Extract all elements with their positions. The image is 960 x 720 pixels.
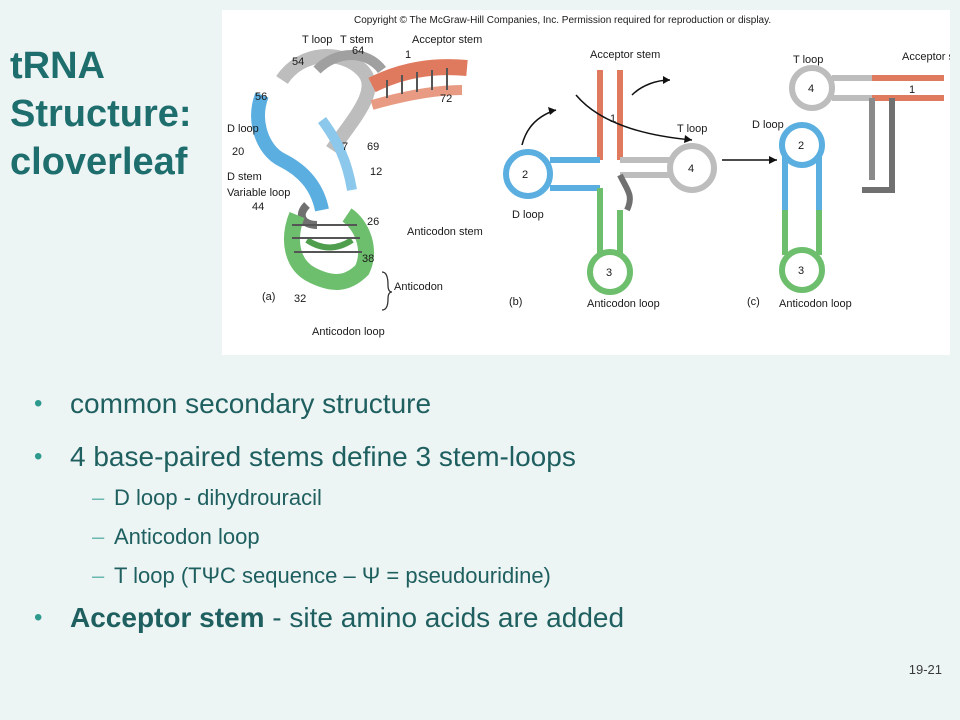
panel-a-label: (a) bbox=[262, 291, 275, 303]
panel-b-arrowheads bbox=[548, 76, 777, 164]
sub-bullet-d-loop: – D loop - dihydrouracil bbox=[0, 485, 940, 511]
panel-a-ribbon bbox=[251, 49, 468, 290]
bullet-2-text: 4 base-paired stems define 3 stem-loops bbox=[70, 441, 576, 472]
a-label-t-stem: T stem bbox=[340, 34, 373, 46]
sub-bullet-3-text: T loop (TΨC sequence – Ψ = pseudouridine… bbox=[114, 563, 551, 588]
d-arm-ribbon bbox=[251, 92, 329, 212]
sub-bullet-dash: – bbox=[92, 524, 105, 549]
trna-figure: Copyright © The McGraw-Hill Companies, I… bbox=[222, 10, 950, 355]
c-label-acceptor-stem: Acceptor stem bbox=[902, 51, 950, 63]
panel-a-numbers: 64 54 1 56 72 20 7 69 12 44 26 38 32 bbox=[232, 45, 452, 305]
panel-b-arrows bbox=[521, 79, 777, 161]
bullet-dot: • bbox=[34, 390, 43, 417]
a-label-anticodon: Anticodon bbox=[394, 281, 443, 293]
a-label-t-loop: T loop bbox=[302, 34, 332, 46]
a-num-44: 44 bbox=[252, 201, 264, 213]
panel-b-label: (b) bbox=[509, 296, 522, 308]
acceptor-ribbon-2 bbox=[370, 85, 463, 110]
b-num-3: 3 bbox=[606, 267, 612, 279]
a-label-variable-loop: Variable loop bbox=[227, 187, 290, 199]
anticodon-brace bbox=[381, 271, 393, 311]
a-num-69: 69 bbox=[367, 141, 379, 153]
a-num-26: 26 bbox=[367, 216, 379, 228]
anticodon-ribbon bbox=[284, 208, 374, 290]
t-stem-ribbon bbox=[313, 50, 386, 74]
a-num-64: 64 bbox=[352, 45, 364, 57]
b-anticodon-loop bbox=[587, 249, 633, 295]
title-line-2: Structure: bbox=[10, 93, 192, 135]
b-label-acceptor-stem: Acceptor stem bbox=[590, 49, 660, 61]
b-num-4: 4 bbox=[688, 163, 694, 175]
b-num-2: 2 bbox=[522, 169, 528, 181]
a-num-72: 72 bbox=[440, 93, 452, 105]
a-num-56: 56 bbox=[255, 91, 267, 103]
c-d-loop bbox=[779, 122, 825, 168]
b-label-anticodon-loop: Anticodon loop bbox=[587, 298, 660, 310]
c-t-loop bbox=[789, 65, 835, 111]
b-label-d-loop: D loop bbox=[512, 209, 544, 221]
bullet-1: • common secondary structure bbox=[0, 388, 940, 420]
bullet-list: • common secondary structure • 4 base-pa… bbox=[0, 388, 940, 655]
c-label-d-loop: D loop bbox=[752, 119, 784, 131]
acceptor-ribbon bbox=[368, 59, 468, 93]
bullet-dot: • bbox=[34, 604, 43, 631]
bullet-3: • Acceptor stem - site amino acids are a… bbox=[0, 602, 940, 634]
slide-title: tRNA Structure: cloverleaf bbox=[10, 42, 225, 186]
bullet-2: • 4 base-paired stems define 3 stem-loop… bbox=[0, 441, 940, 473]
c-label-t-loop: T loop bbox=[793, 54, 823, 66]
t-arm-ribbon bbox=[276, 49, 376, 154]
sub-bullet-dash: – bbox=[92, 485, 105, 510]
c-num-4: 4 bbox=[808, 83, 814, 95]
c-variable bbox=[862, 98, 895, 193]
a-num-54: 54 bbox=[292, 56, 304, 68]
a-num-20: 20 bbox=[232, 146, 244, 158]
sub-bullet-1-text: D loop - dihydrouracil bbox=[114, 485, 322, 510]
a-num-32: 32 bbox=[294, 293, 306, 305]
sub-bullet-2-text: Anticodon loop bbox=[114, 524, 260, 549]
bullet-3-text: - site amino acids are added bbox=[264, 602, 625, 633]
sub-bullet-t-loop: – T loop (TΨC sequence – Ψ = pseudouridi… bbox=[0, 563, 940, 589]
b-t-loop bbox=[667, 143, 717, 193]
a-num-1: 1 bbox=[405, 49, 411, 61]
b-d-loop bbox=[503, 149, 553, 199]
a-num-12: 12 bbox=[370, 166, 382, 178]
sub-bullet-anticodon-loop: – Anticodon loop bbox=[0, 524, 940, 550]
a-label-d-loop: D loop bbox=[227, 123, 259, 135]
title-line-3: cloverleaf bbox=[10, 141, 188, 183]
a-num-38: 38 bbox=[362, 253, 374, 265]
panel-c-label: (c) bbox=[747, 296, 760, 308]
a-label-anticodon-stem: Anticodon stem bbox=[407, 226, 483, 238]
c-num-2: 2 bbox=[798, 140, 804, 152]
c-num-3: 3 bbox=[798, 265, 804, 277]
a-label-acceptor-stem: Acceptor stem bbox=[412, 34, 482, 46]
b-label-t-loop: T loop bbox=[677, 123, 707, 135]
panel-b-cloverleaf bbox=[503, 70, 717, 295]
a-label-anticodon-loop: Anticodon loop bbox=[312, 326, 385, 338]
trna-figure-svg: Copyright © The McGraw-Hill Companies, I… bbox=[227, 15, 950, 338]
bullet-1-text: common secondary structure bbox=[70, 388, 432, 419]
d-arm-ribbon-2 bbox=[317, 117, 357, 191]
bullet-3-bold: Acceptor stem bbox=[70, 602, 265, 633]
a-num-7: 7 bbox=[342, 141, 348, 153]
b-arrow-1 bbox=[521, 109, 557, 146]
anticodon-bases bbox=[305, 237, 354, 251]
c-anticodon-loop bbox=[779, 247, 825, 293]
c-label-anticodon-loop: Anticodon loop bbox=[779, 298, 852, 310]
sub-bullet-dash: – bbox=[92, 563, 105, 588]
c-num-1: 1 bbox=[909, 84, 915, 96]
b-num-1: 1 bbox=[610, 113, 616, 125]
copyright-notice: Copyright © The McGraw-Hill Companies, I… bbox=[354, 15, 771, 26]
title-line-1: tRNA bbox=[10, 45, 105, 87]
panel-c-lshape bbox=[779, 65, 944, 293]
page-number: 19-21 bbox=[908, 662, 942, 677]
b-arrow-2 bbox=[575, 94, 693, 141]
b-variable-loop bbox=[617, 173, 633, 212]
bullet-dot: • bbox=[34, 443, 43, 470]
a-label-d-stem: D stem bbox=[227, 171, 262, 183]
